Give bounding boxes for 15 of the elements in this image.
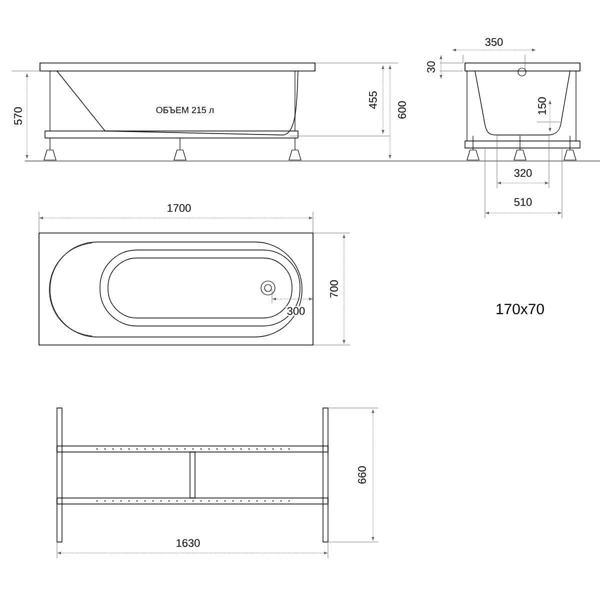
- dimension-label: 30: [426, 60, 436, 74]
- size-label: 170x70: [494, 302, 546, 316]
- dimension-label: 1630: [174, 538, 202, 548]
- dimension-label: 455: [368, 90, 378, 110]
- dimension-label: 300: [286, 306, 306, 316]
- dimension-label: 700: [329, 278, 339, 300]
- dimension-label: 510: [512, 197, 534, 207]
- dimension-label: 350: [484, 37, 504, 47]
- dimension-label: 600: [397, 100, 407, 120]
- dimension-label: 1700: [166, 203, 192, 213]
- dimension-label: 150: [537, 96, 547, 116]
- volume-label: ОБЪЕМ 215 л: [154, 106, 216, 114]
- dimension-label: 570: [13, 106, 23, 126]
- dimension-label: 660: [357, 464, 367, 486]
- dimension-label: 320: [512, 168, 534, 178]
